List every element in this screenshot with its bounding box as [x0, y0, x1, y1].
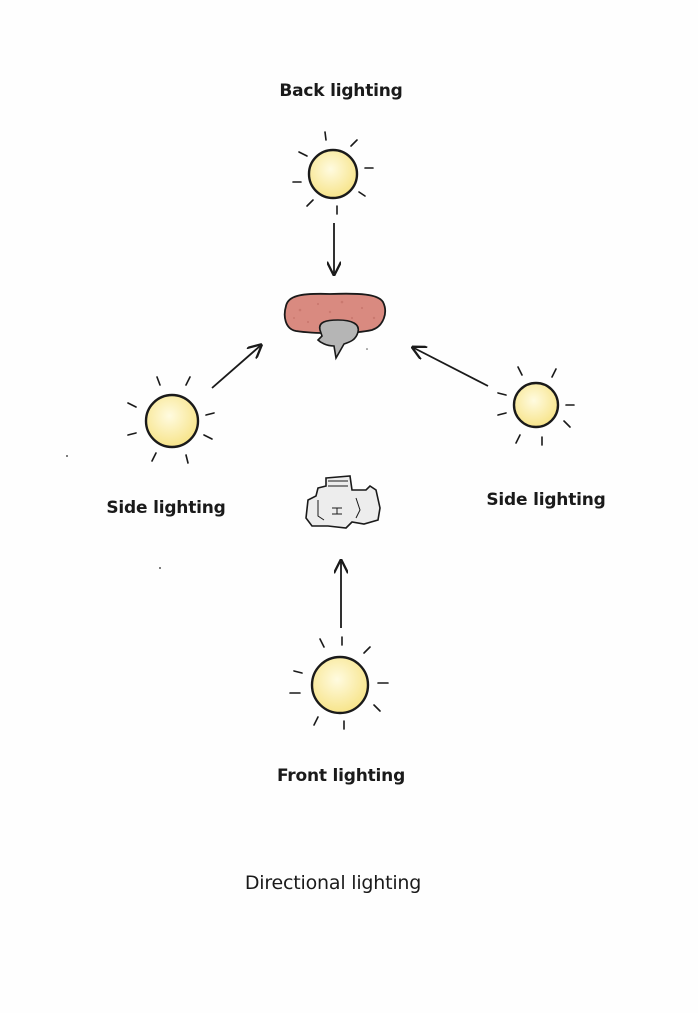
right-light-arrow — [414, 348, 489, 387]
sun-icon — [292, 131, 374, 215]
left-light-arrow — [211, 346, 260, 389]
subject-icon — [283, 292, 386, 361]
sun-icon — [289, 636, 389, 730]
side-lighting-left-label: Side lighting — [106, 498, 226, 518]
side-lighting-right-label: Side lighting — [486, 490, 606, 510]
back-lighting-label: Back lighting — [279, 81, 403, 101]
paper-specks — [66, 348, 368, 569]
diagram-caption: Directional lighting — [244, 872, 422, 894]
front-lighting-label: Front lighting — [276, 766, 406, 786]
camera-icon — [305, 475, 381, 529]
sun-icon — [497, 366, 575, 446]
sun-icon — [127, 376, 215, 464]
